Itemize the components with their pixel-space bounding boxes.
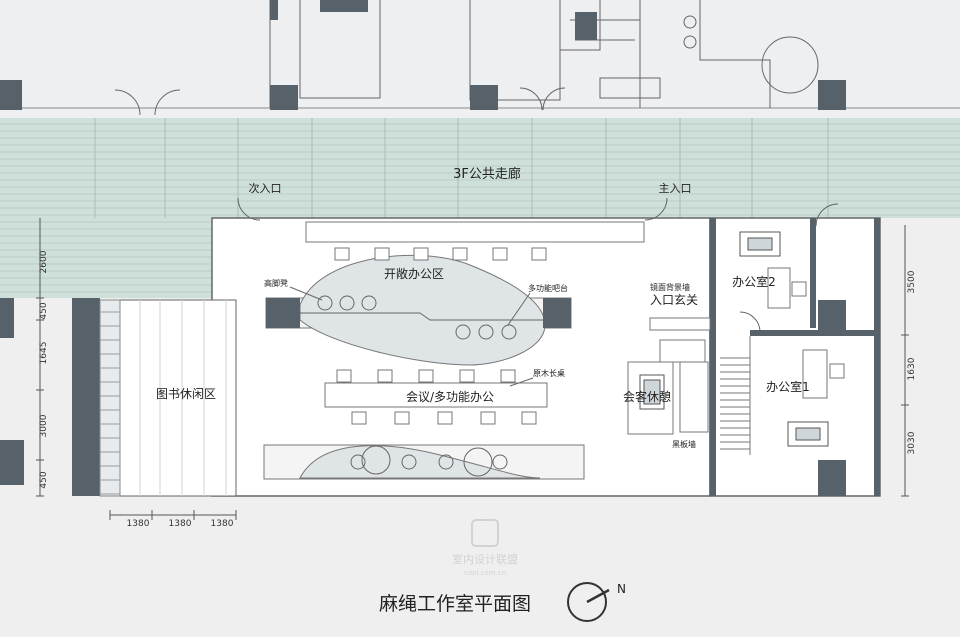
wood-long-table	[324, 382, 548, 408]
dimension-left-4: 3000	[39, 414, 49, 437]
label-library-lounge: 图书休闲区	[156, 387, 216, 401]
annotation-wood-table: 原木长桌	[533, 368, 565, 378]
chair-low	[394, 411, 410, 425]
chairs	[334, 247, 547, 425]
chair-mid	[500, 369, 516, 383]
chair-low	[437, 411, 453, 425]
reception-furniture	[627, 317, 711, 435]
dimension-lines	[36, 218, 909, 520]
stairs	[720, 336, 751, 455]
label-open-office: 开敞办公区	[384, 266, 444, 281]
annotation-blackboard-wall: 黑板墙	[672, 439, 696, 449]
chair-low	[480, 411, 496, 425]
label-meeting-office: 会议/多功能办公	[406, 389, 494, 404]
library-shelves	[99, 299, 227, 497]
watermark-url: cool.com.cn	[464, 569, 506, 577]
watermark-brand: 室内设计联盟	[452, 552, 518, 566]
chair-mid	[459, 369, 475, 383]
label-secondary-entrance: 次入口	[249, 181, 282, 195]
dimension-left-3: 1645	[39, 342, 49, 365]
label-corridor: 3F公共走廊	[453, 166, 521, 182]
dimension-left-1: 2600	[39, 250, 49, 273]
label-reception-lounge: 会客休憩	[623, 389, 671, 404]
annotation-multi-bar: 多功能吧台	[528, 283, 568, 293]
corridor-band	[0, 118, 960, 298]
dimension-bottom-1: 1380	[127, 519, 150, 529]
chair-top	[531, 247, 547, 261]
label-entrance-hall: 入口玄关	[650, 292, 698, 307]
watermark-logo-icon	[471, 519, 499, 547]
dimension-left-5: 450	[39, 471, 49, 488]
dimension-right-2: 1630	[907, 357, 917, 380]
label-office-1: 办公室1	[766, 379, 810, 394]
bottom-bar	[263, 444, 585, 480]
chair-top	[374, 247, 390, 261]
chair-mid	[418, 369, 434, 383]
chair-mid	[336, 369, 352, 383]
chair-top	[492, 247, 508, 261]
chair-low	[521, 411, 537, 425]
columns	[0, 218, 880, 496]
label-main-entrance: 主入口	[659, 182, 692, 195]
chair-top	[452, 247, 468, 261]
top-counter	[305, 221, 645, 243]
dimension-bottom-3: 1380	[211, 519, 234, 529]
chair-mid	[377, 369, 393, 383]
annotation-mirror-wall: 镜面背景墙	[650, 282, 690, 292]
label-office-2: 办公室2	[732, 274, 776, 289]
chair-top	[334, 247, 350, 261]
dimension-left-2: 450	[39, 302, 49, 319]
dimension-right-3: 3030	[907, 431, 917, 454]
watermark: 室内设计联盟 cool.com.cn	[452, 519, 518, 577]
north-arrow-icon	[567, 582, 610, 622]
annotation-bar-stool: 高脚凳	[264, 278, 288, 288]
north-label: N	[617, 582, 626, 596]
plan-title: 麻绳工作室平面图	[379, 593, 531, 615]
upper-building	[0, 0, 960, 118]
office-furniture	[237, 197, 845, 447]
chair-low	[351, 411, 367, 425]
chair-top	[413, 247, 429, 261]
multi-function-bar	[265, 254, 572, 366]
dimension-bottom-2: 1380	[169, 519, 192, 529]
dimension-right-1: 3500	[907, 270, 917, 293]
